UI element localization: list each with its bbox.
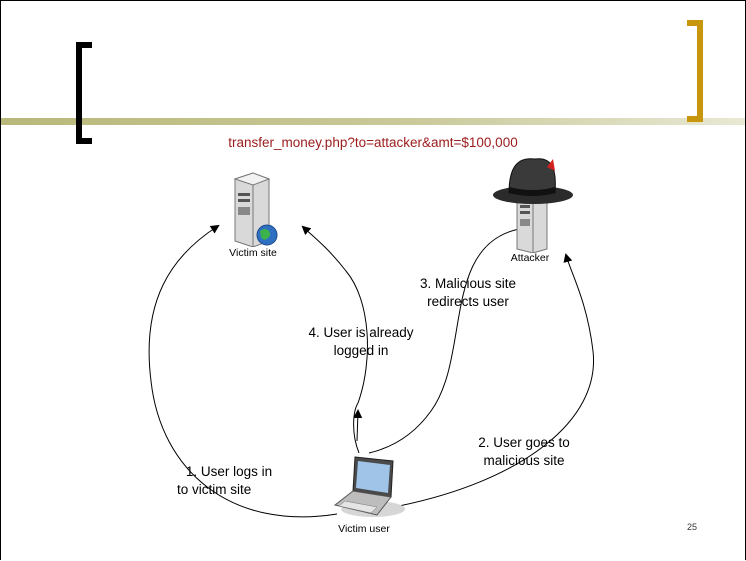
step-2-line-2: malicious site [483,453,565,468]
step-1-line-1: 1. User logs in [185,464,273,479]
step-2-label: 2. User goes to malicious site [459,434,589,470]
left-bracket [76,42,92,144]
victim-site-label: Victim site [229,247,277,259]
step-3-line-2: redirects user [427,294,509,309]
laptop-icon [333,456,405,517]
victim-user-label: Victim user [338,523,390,535]
attacker-label: Attacker [510,252,550,264]
step-1-line-2: to victim site [177,482,252,497]
step-3-line-1: 3. Malicious site [419,276,517,291]
server-globe-icon [233,172,278,247]
arrow-step-4-tip [353,409,363,442]
step-3-label: 3. Malicious site redirects user [401,275,535,311]
right-bracket [687,20,703,122]
arrow-step-1 [148,224,338,518]
arrow-step-4 [301,225,368,454]
step-4-label: 4. User is already logged in [291,324,431,360]
step-4-line-2: logged in [333,343,389,358]
arrow-step-2 [398,253,595,507]
title-rule [1,118,745,125]
step-2-line-1: 2. User goes to [478,435,570,450]
attacker-hat-server-icon [493,158,573,253]
request-url: transfer_money.php?to=attacker&amt=$100,… [228,135,518,150]
arrow-step-3 [368,228,520,454]
page-number: 25 [687,522,698,532]
step-4-line-1: 4. User is already [308,325,414,340]
step-1-label: 1. User logs in to victim site [169,463,289,499]
